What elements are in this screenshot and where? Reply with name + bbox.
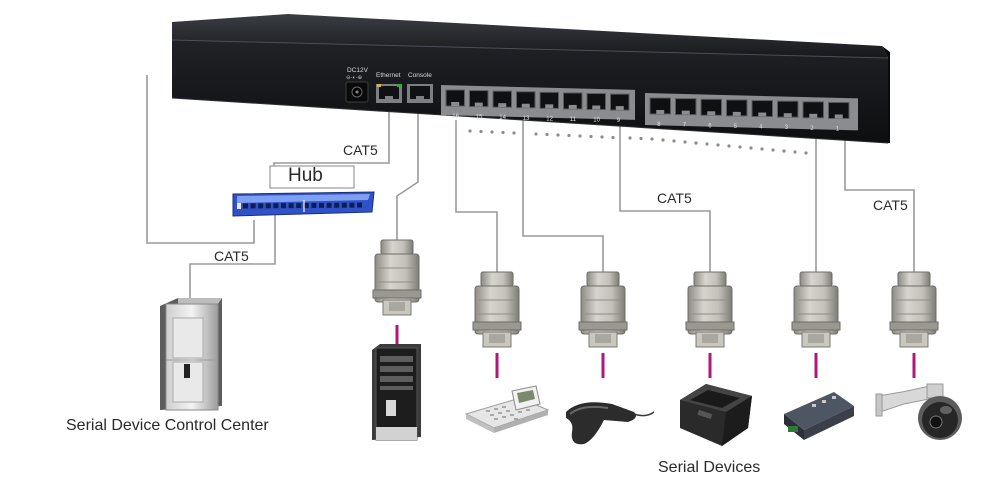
cables [146, 75, 915, 300]
power-label: DC12V [347, 67, 369, 74]
rj45-port-6: 6 [700, 98, 722, 129]
cable-port13 [522, 120, 604, 272]
adapter-printer [685, 271, 735, 348]
rj45-port-11: 11 [563, 92, 583, 123]
adapter-controller [791, 271, 841, 348]
rj45-port-3: 3 [777, 100, 799, 131]
port-number-label: 10 [593, 118, 600, 124]
port-number-label: 16 [452, 114, 459, 120]
power-polarity-icon: ⊖-◐-⊕ [346, 75, 363, 81]
hub-label-box [269, 165, 355, 189]
rj45-port-8: 8 [649, 97, 671, 128]
hub-port [334, 202, 340, 208]
hub-port [265, 203, 271, 209]
port-number-label: 15 [476, 115, 483, 121]
serial-devices-label: Serial Devices [658, 459, 761, 476]
hub-port [288, 203, 294, 209]
cable-port9 [619, 120, 711, 272]
console-port [407, 84, 433, 103]
adapter-pos [472, 271, 522, 348]
barcode-scanner-icon [566, 402, 655, 445]
hub-port [281, 203, 286, 209]
adapter-scanner [578, 271, 628, 348]
db9-adapters [372, 239, 939, 348]
hub-port [349, 202, 355, 208]
port-number-label: 12 [546, 116, 553, 122]
ethernet-label: Ethernet [376, 72, 401, 79]
hub-port [303, 203, 309, 209]
chassis-right-side [882, 46, 890, 143]
control-center-label: Serial Device Control Center [66, 417, 269, 434]
hub-port [319, 202, 324, 208]
rj45-port-14: 14 [492, 90, 512, 121]
adapter-console [372, 239, 422, 316]
cat5-label-pc: CAT5 [214, 248, 249, 264]
receipt-printer-icon [680, 384, 752, 446]
hub-port [357, 202, 362, 208]
cat5-label-port1: CAT5 [873, 197, 908, 213]
cable-port16 [455, 120, 498, 272]
rj45-port-4: 4 [751, 100, 773, 131]
hub-port [250, 203, 256, 209]
rj45-port-16: 16 [445, 89, 465, 120]
cat5-label-ethernet: CAT5 [343, 142, 378, 158]
rj45-port-5: 5 [726, 99, 748, 130]
port-number-label: 9 [617, 118, 621, 124]
port-number-label: 11 [570, 117, 577, 123]
hub-ports [237, 200, 362, 212]
chassis-top [172, 14, 888, 58]
port-number-label: 8 [657, 122, 661, 128]
cable-hub-left-loop [146, 75, 255, 244]
port-number-label: 5 [734, 124, 738, 130]
rj45-port-2: 2 [802, 101, 824, 132]
port-number-label: 1 [836, 126, 840, 132]
hub-port [273, 203, 279, 209]
hub-port [296, 203, 302, 209]
hub-label: Hub [288, 165, 323, 186]
port-number-label: 13 [523, 116, 530, 122]
port-number-label: 14 [499, 115, 506, 121]
ptz-camera-icon [875, 383, 962, 440]
port-number-label: 2 [810, 126, 814, 132]
dotted-port-ellipsis [468, 129, 808, 155]
ports-right: 8 7 6 5 4 3 2 1 [649, 97, 850, 132]
port-number-label: 6 [708, 123, 712, 129]
pos-terminal-icon [464, 385, 550, 433]
rj45-port-12: 12 [539, 91, 559, 122]
power-jack [345, 81, 369, 103]
hub-device [232, 165, 375, 217]
cable-console [396, 108, 419, 240]
rj45-port-15: 15 [469, 90, 489, 121]
rj45-port-9: 9 [610, 93, 630, 124]
hub-port [326, 202, 332, 208]
port-number-label: 4 [759, 125, 763, 131]
rj45-port-1: 1 [828, 101, 850, 132]
rj45-port-7: 7 [675, 98, 697, 129]
cable-hub-pc [189, 215, 276, 300]
hub-port [311, 202, 317, 208]
hub-port [258, 203, 264, 209]
cat5-label-port9: CAT5 [657, 190, 692, 206]
adapter-camera [889, 271, 939, 348]
ethernet-port [376, 84, 402, 103]
serial-links [395, 325, 916, 378]
console-pc-tower [372, 344, 421, 441]
hub-port [243, 203, 248, 209]
control-center-tower [160, 298, 222, 411]
cable-port1 [844, 135, 915, 272]
port-number-label: 3 [785, 125, 789, 131]
io-controller-icon [784, 392, 854, 440]
rj45-port-10: 10 [586, 93, 606, 124]
port-number-label: 7 [683, 123, 687, 129]
console-label: Console [408, 72, 432, 79]
hub-port [341, 202, 347, 208]
ports-left: 16 15 14 13 12 11 10 9 [445, 89, 630, 124]
rj45-port-13: 13 [516, 91, 536, 122]
